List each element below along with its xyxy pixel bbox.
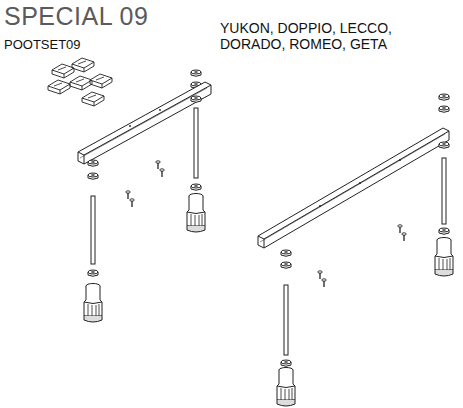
model-list: YUKON, DOPPIO, LECCO, DORADO, ROMEO, GET… bbox=[220, 20, 432, 52]
title: SPECIAL 09 bbox=[4, 2, 148, 31]
set-code: POOTSET09 bbox=[4, 38, 81, 53]
